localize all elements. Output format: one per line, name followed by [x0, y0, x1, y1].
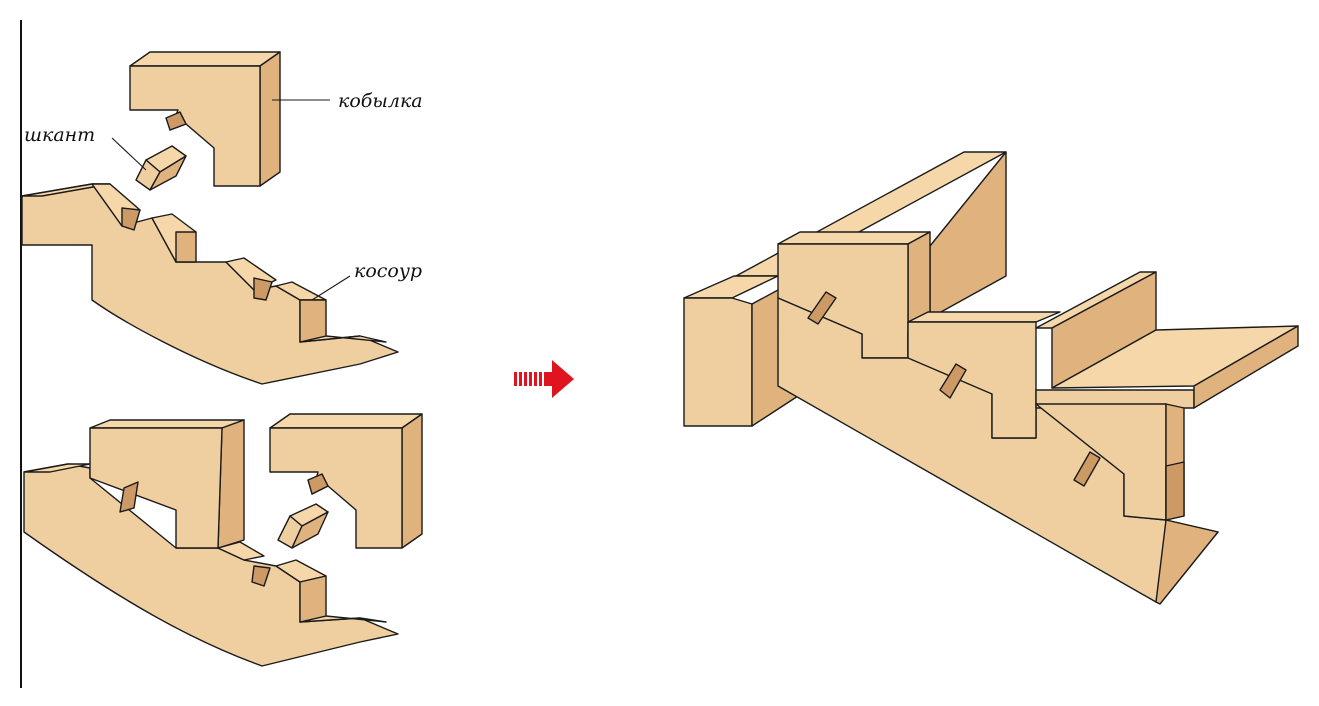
exploded-view-top: кобылка шкант косоур: [21, 51, 423, 385]
stringer-bottom: [23, 463, 399, 667]
label-kosour: косоур: [354, 260, 422, 282]
step-block-bottom: [269, 413, 423, 549]
label-shkant: шкант: [24, 124, 95, 146]
step-block-assembled: [89, 419, 245, 549]
assembled-staircase: [683, 151, 1299, 605]
label-kobylka: кобылка: [338, 90, 423, 112]
stringer-top: [21, 183, 399, 385]
exploded-view-bottom: [23, 413, 423, 667]
step-block-top: [129, 51, 281, 187]
arrow-right-icon: [514, 360, 574, 398]
dowel-bottom: [277, 503, 329, 549]
dowel-top: [135, 145, 187, 191]
